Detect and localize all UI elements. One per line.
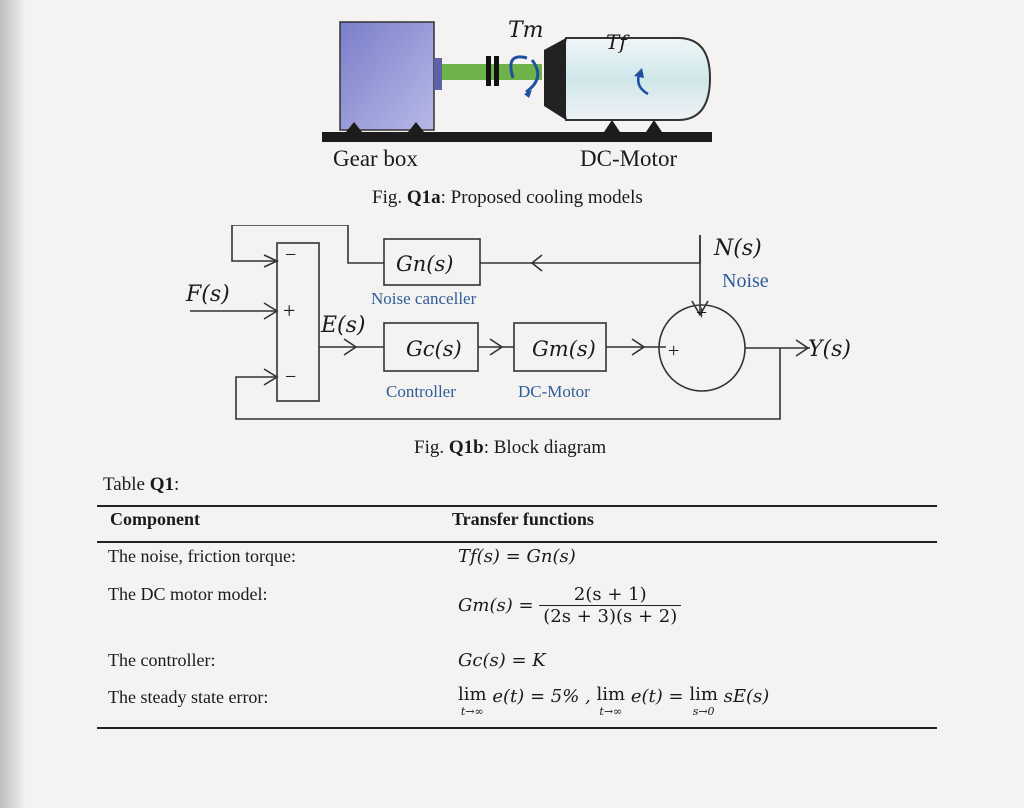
- sum-top-sign: −: [285, 244, 297, 266]
- block-diagram: [190, 225, 810, 420]
- motor-housing: [560, 37, 712, 121]
- summing-junction-block: [276, 242, 320, 402]
- table-row-component: The DC motor model:: [108, 584, 268, 604]
- shaft-coupling: [494, 56, 499, 86]
- noise-feed-line: [480, 235, 701, 264]
- motor-endcap: [544, 38, 566, 120]
- support-foot: [408, 122, 424, 132]
- circle-left-sign: +: [668, 340, 680, 362]
- dc-motor-fraction: 2(s + 1) (2s + 3)(s + 2): [539, 584, 682, 627]
- figure-caption-q1a: Fig. Q1a: Proposed cooling models: [372, 187, 643, 208]
- gn-block-box: [383, 238, 481, 286]
- gc-block-label: Gc(s): [406, 337, 462, 361]
- tf-label: Tf: [606, 30, 627, 54]
- noise-signal-label: N(s): [714, 236, 762, 261]
- support-foot: [346, 122, 362, 132]
- sum-middle-sign: +: [283, 298, 296, 323]
- circle-top-sign: +: [696, 302, 708, 324]
- table-row-transfer-function: Gm(s) = 2(s + 1) (2s + 3)(s + 2): [458, 584, 682, 627]
- gn-block-label: Gn(s): [396, 252, 454, 276]
- figure-caption-q1b: Fig. Q1b: Block diagram: [414, 437, 607, 458]
- motor-illustration: [322, 21, 712, 142]
- output-signal-label: Y(s): [808, 337, 851, 362]
- table-header-rule: [97, 541, 937, 543]
- table-row-transfer-function: Tf(s) = Gn(s): [458, 546, 576, 567]
- column-header-component: Component: [110, 509, 201, 529]
- support-foot: [604, 120, 620, 132]
- column-header-transfer-functions: Transfer functions: [452, 509, 594, 529]
- dc-motor-block-caption: DC-Motor: [518, 382, 590, 401]
- noise-canceller-caption: Noise canceller: [371, 289, 477, 308]
- dc-motor-label: DC-Motor: [580, 146, 678, 171]
- output-feedback-line: [235, 348, 781, 420]
- motor-shaft: [442, 64, 542, 80]
- input-signal-label: F(s): [186, 282, 230, 307]
- controller-caption: Controller: [386, 382, 456, 401]
- table-row-transfer-function: Gc(s) = K: [458, 650, 546, 671]
- gearbox-flange: [434, 58, 442, 90]
- base-plate: [322, 132, 712, 142]
- page-shadow: [0, 0, 26, 808]
- tm-rotation-arrow: [525, 59, 540, 94]
- table-row-component: The noise, friction torque:: [108, 546, 296, 566]
- support-foot: [646, 120, 662, 132]
- gm-block-label: Gm(s): [532, 337, 596, 361]
- gearbox-label: Gear box: [333, 146, 418, 171]
- error-signal-label: E(s): [321, 313, 366, 338]
- table-title: Table Q1:: [103, 474, 180, 495]
- table-bottom-rule: [97, 727, 937, 729]
- table-row-component: The controller:: [108, 650, 216, 670]
- gearbox-body: [339, 21, 435, 131]
- shaft-coupling: [486, 56, 491, 86]
- noise-canceller-feedback-line: [231, 225, 384, 264]
- table-top-rule: [97, 505, 937, 507]
- table-row-component: The steady state error:: [108, 687, 269, 707]
- sum-bottom-sign: −: [285, 366, 297, 388]
- tm-rotation-arrow: [509, 55, 528, 79]
- tm-label: Tm: [508, 18, 544, 43]
- noise-caption: Noise: [722, 270, 769, 292]
